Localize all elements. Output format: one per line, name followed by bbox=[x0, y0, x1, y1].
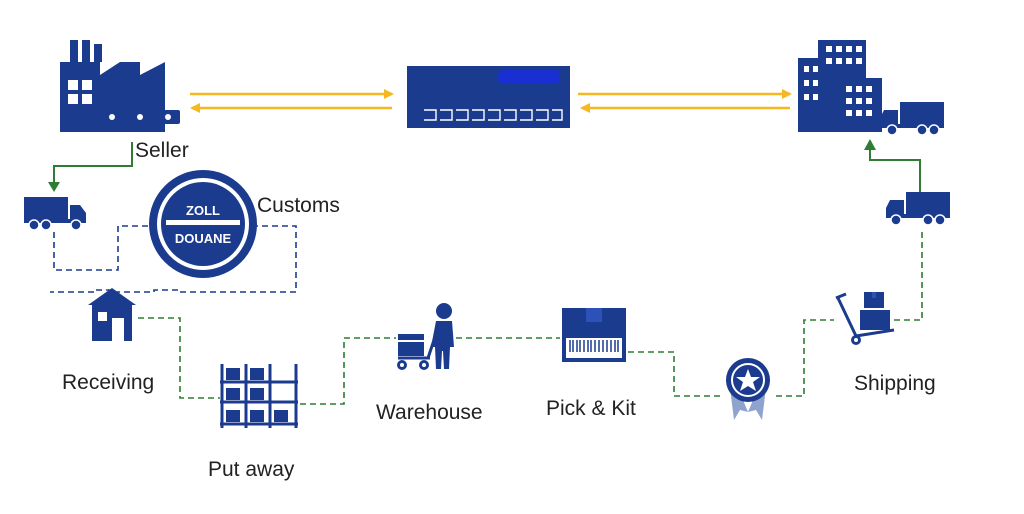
dashed-path-award-shipping bbox=[776, 319, 834, 397]
dashed-path-customs bbox=[50, 225, 297, 293]
truck-icon-right bbox=[886, 192, 950, 226]
label-customs: Customs bbox=[257, 194, 340, 217]
worker-icon bbox=[397, 303, 454, 370]
shelf-icon bbox=[220, 364, 298, 428]
label-pick-kit: Pick & Kit bbox=[546, 397, 636, 420]
dashed-path-putaway-warehouse bbox=[300, 337, 396, 405]
label-seller: Seller bbox=[135, 139, 189, 162]
customs-seal-icon bbox=[149, 170, 257, 278]
green-arrow-truck-to-buildings bbox=[869, 148, 921, 192]
green-arrow-seller-to-truck bbox=[53, 142, 133, 184]
hand-truck-icon bbox=[835, 292, 895, 345]
label-shipping: Shipping bbox=[854, 372, 936, 395]
award-icon bbox=[726, 358, 770, 420]
green-arrowhead-down bbox=[48, 182, 60, 192]
buildings-icon bbox=[798, 40, 882, 132]
label-put-away: Put away bbox=[208, 458, 295, 481]
server-icon bbox=[407, 66, 570, 128]
factory-icon bbox=[60, 40, 180, 132]
label-receiving: Receiving bbox=[62, 371, 155, 394]
dashed-path-pick-award bbox=[628, 351, 724, 397]
package-icon bbox=[562, 308, 626, 362]
dashed-path-shipping-truck bbox=[894, 228, 923, 321]
house-icon bbox=[88, 288, 136, 341]
dashed-path-receiving-putaway bbox=[138, 317, 220, 399]
label-warehouse: Warehouse bbox=[376, 401, 483, 424]
customs-seal-top: ZOLL bbox=[186, 203, 220, 218]
green-arrowhead-up bbox=[864, 139, 876, 150]
truck-icon-top-right bbox=[880, 102, 944, 136]
customs-seal-bottom: DOUANE bbox=[175, 231, 232, 246]
truck-icon-left bbox=[24, 197, 86, 231]
